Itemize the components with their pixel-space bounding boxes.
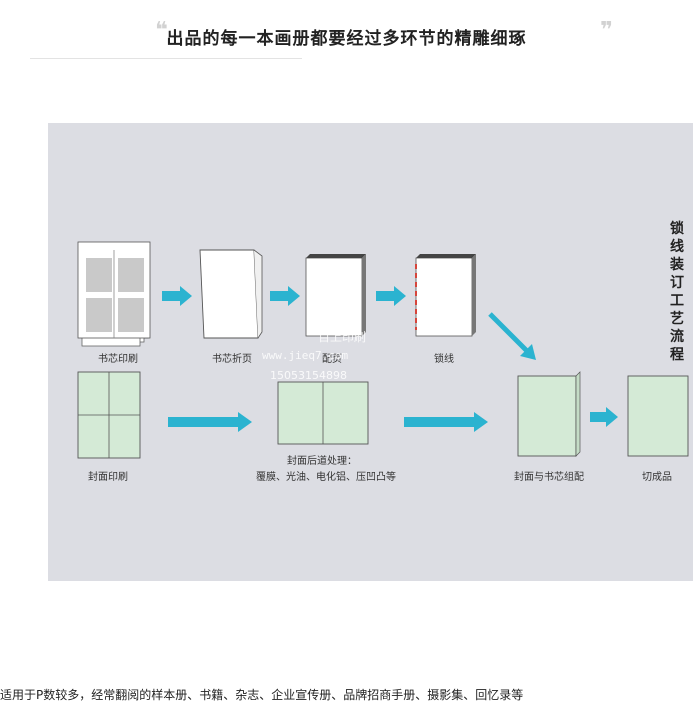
book-block-printing-icon	[77, 241, 151, 347]
step-sublabel-cover-finishing: 覆膜、光油、电化铝、压凹凸等	[256, 472, 396, 483]
step-label-cover-assembly: 封面与书芯组配	[514, 472, 584, 483]
watermark-phone: 15053154898	[270, 369, 347, 382]
folding-icon	[199, 249, 263, 339]
arrow-fold-to-gather	[270, 286, 300, 306]
process-panel	[48, 123, 693, 581]
cover-assembly-icon	[517, 371, 581, 457]
watermark-url: www.jieq7.com	[262, 349, 349, 362]
arrow-gather-to-sew	[376, 286, 406, 306]
step-label-cover-printing: 封面印刷	[88, 472, 128, 483]
step-label-gathering: 配页	[322, 354, 342, 365]
finished-product-icon	[627, 375, 689, 457]
arrow-cover-finish-to-assemble	[404, 412, 488, 432]
sewing-icon	[415, 254, 476, 337]
step-label-book-block-printing: 书芯印刷	[98, 354, 138, 365]
arrow-cover-print-to-finish	[168, 412, 252, 432]
step-label-folding: 书芯折页	[212, 354, 252, 365]
title-underline	[30, 58, 302, 59]
header-quote-right: ❞	[600, 18, 613, 43]
arrow-print-to-fold	[162, 286, 192, 306]
gathering-icon	[305, 254, 366, 337]
watermark-company: 百上印刷	[318, 330, 367, 344]
cover-finishing-icon	[277, 381, 369, 445]
step-label-trimming: 切成品	[642, 472, 672, 483]
diagram-vertical-title: 锁线装订工艺流程	[670, 221, 684, 363]
step-label-sewing: 锁线	[434, 354, 454, 365]
page-title: 出品的每一本画册都要经过多环节的精雕细琢	[166, 29, 527, 49]
footer-description: 适用于P数较多，经常翻阅的样本册、书籍、杂志、企业宣传册、品牌招商手册、摄影集、…	[0, 688, 524, 702]
arrow-sew-to-assemble	[488, 312, 536, 360]
cover-printing-icon	[77, 371, 141, 459]
step-label-cover-finishing: 封面后道处理：	[287, 456, 357, 467]
header-quote-left: ❝	[155, 18, 168, 43]
arrow-assemble-to-trim	[590, 407, 618, 427]
